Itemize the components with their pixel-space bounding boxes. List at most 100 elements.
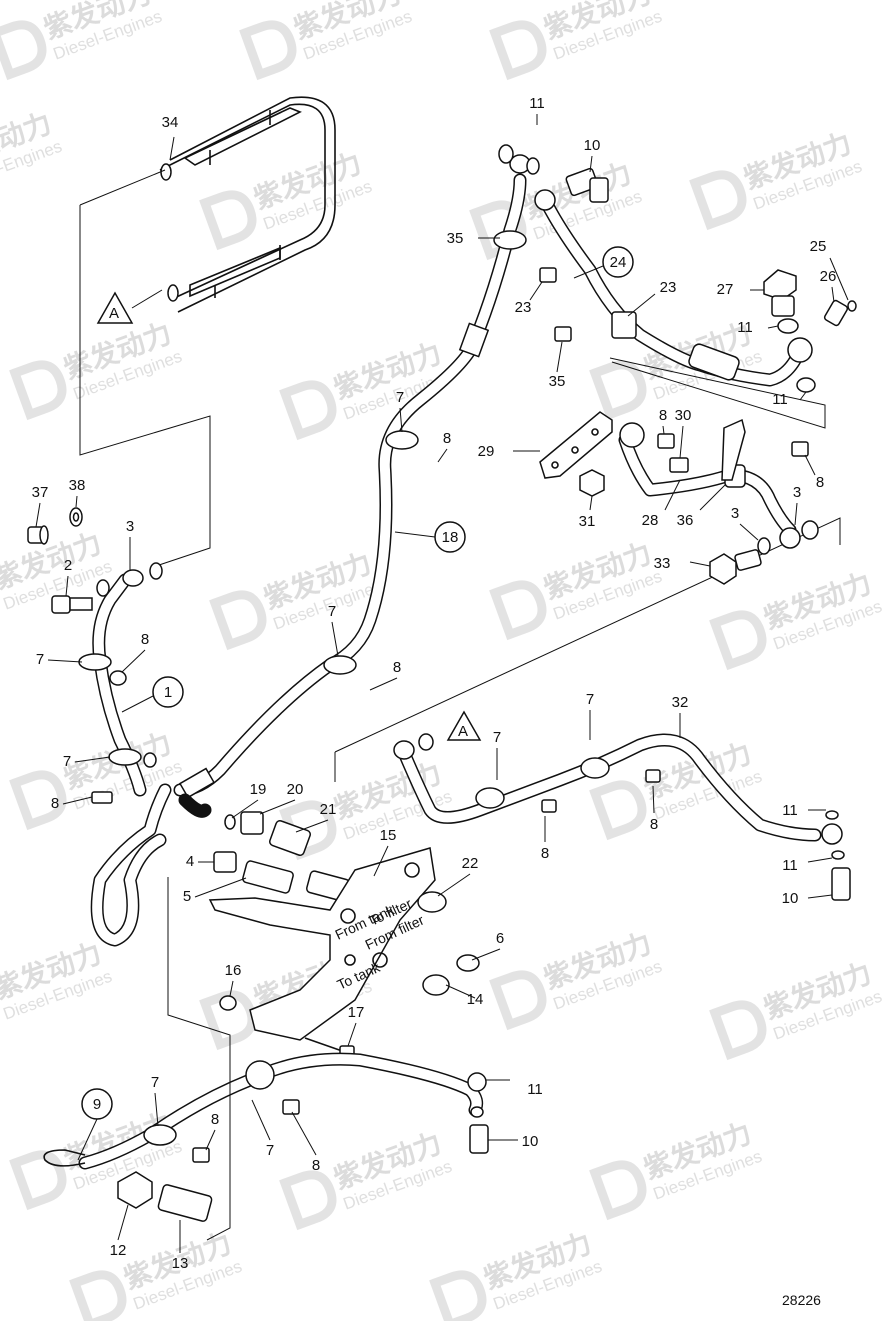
callout-leader <box>347 1022 357 1047</box>
callout-number: 10 <box>522 1133 539 1150</box>
callout-number: 16 <box>225 962 242 979</box>
callout-leader <box>662 425 665 435</box>
callout-leader <box>399 407 403 433</box>
callout-leader <box>229 980 234 997</box>
callout-leader <box>205 1129 216 1151</box>
callout-leader <box>556 341 563 373</box>
callout-leader <box>807 857 833 863</box>
callout-number: 11 <box>772 391 788 408</box>
callout-leader <box>699 484 726 511</box>
callout-number: 7 <box>151 1074 159 1091</box>
bolt-2 <box>51 595 93 614</box>
watermark-logo <box>489 20 547 81</box>
callout-number: 33 <box>654 555 671 572</box>
watermark-logo <box>709 1000 767 1061</box>
callout-number: 4 <box>186 853 194 870</box>
watermark-logo <box>489 970 547 1031</box>
section-ref-label: A <box>109 305 119 322</box>
callout-number: 3 <box>793 484 801 501</box>
callout-number: 11 <box>529 95 545 112</box>
section-ref-label-2: A <box>458 723 468 740</box>
callout-leader <box>679 425 684 459</box>
callout-leader <box>47 659 83 663</box>
line-28 <box>618 418 819 549</box>
watermark-logo <box>279 380 337 441</box>
callout-number: 7 <box>396 389 404 406</box>
callout-number: 3 <box>731 505 739 522</box>
watermark-logo <box>709 610 767 671</box>
callout-number: 8 <box>443 430 451 447</box>
callout-number: 8 <box>51 795 59 812</box>
callout-number: 21 <box>320 801 337 818</box>
callout-leader <box>121 649 146 673</box>
callout-number: 2 <box>64 557 72 574</box>
callout-number: 8 <box>312 1157 320 1174</box>
callout-number: 7 <box>586 691 594 708</box>
callout-leader <box>117 1204 129 1241</box>
circled-callout-number: 24 <box>610 254 627 271</box>
callout-number: 14 <box>467 991 484 1008</box>
group-bracket-right <box>334 517 841 782</box>
callout-number: 19 <box>250 781 267 798</box>
callout-number: 11 <box>527 1081 543 1098</box>
callout-number: 32 <box>672 694 689 711</box>
callout-number: 10 <box>584 137 601 154</box>
watermark-logo <box>9 770 67 831</box>
callout-leader <box>291 1111 317 1156</box>
callout-leader <box>251 1099 271 1141</box>
watermark-logo <box>589 360 647 421</box>
watermark-logo <box>489 580 547 641</box>
fittings-center <box>213 811 351 902</box>
callout-leader <box>529 281 543 301</box>
callout-number: 35 <box>549 373 566 390</box>
callout-number: 3 <box>126 518 134 535</box>
callout-number: 15 <box>380 827 397 844</box>
watermark-logo <box>0 20 47 81</box>
callout-number: 10 <box>782 890 799 907</box>
callout-number: 8 <box>141 631 149 648</box>
callout-number: 8 <box>541 845 549 862</box>
callout-number: 38 <box>69 477 86 494</box>
callout-leader <box>62 796 93 805</box>
callout-number: 11 <box>782 857 798 874</box>
oil-cooler-frame <box>159 96 336 313</box>
callout-leader <box>767 325 779 329</box>
fitting-26-25 <box>823 299 857 327</box>
watermark-logo <box>199 190 257 251</box>
callout-leader <box>259 799 296 815</box>
callout-number: 31 <box>579 513 596 530</box>
callout-number: 8 <box>816 474 824 491</box>
callout-number: 20 <box>287 781 304 798</box>
callout-leader <box>589 495 593 511</box>
callout-leader <box>65 575 69 597</box>
section-ref-a-lower: A <box>446 710 482 741</box>
callout-leader <box>831 286 835 303</box>
callout-leader <box>295 819 329 833</box>
callout-number: 27 <box>717 281 734 298</box>
watermark-logo <box>239 20 297 81</box>
callout-leader <box>231 799 259 819</box>
callout-leader <box>664 479 681 511</box>
callout-leader <box>194 877 247 898</box>
callout-leader <box>369 677 398 691</box>
callout-number: 7 <box>266 1142 274 1159</box>
callout-leader <box>689 561 711 567</box>
callout-number: 7 <box>36 651 44 668</box>
watermark-logo <box>589 780 647 841</box>
hose-18 <box>173 144 540 799</box>
callout-leader <box>589 155 593 173</box>
callout-leader <box>799 391 807 401</box>
callout-number: 35 <box>447 230 464 247</box>
callout-leader <box>652 785 655 814</box>
callout-number: 30 <box>675 407 692 424</box>
